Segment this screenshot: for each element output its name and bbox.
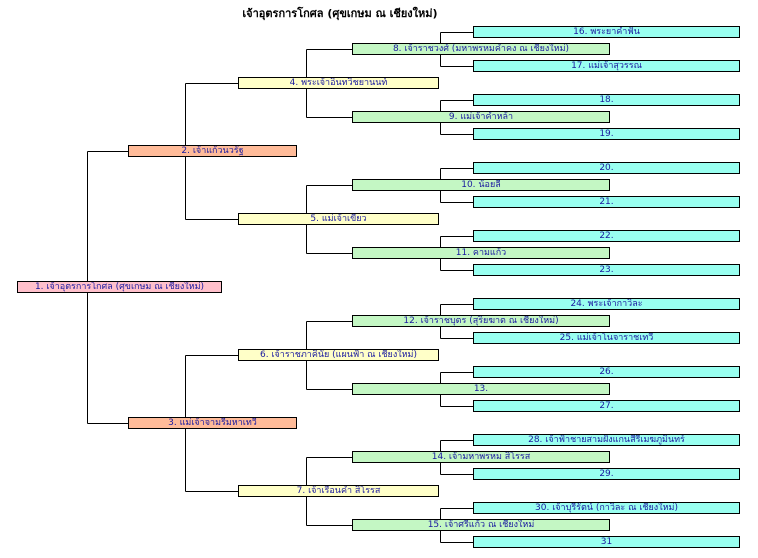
person-box-28: 28. เจ้าฟ้าชายสามฝั่งแกนสีรีเมฆภูมินทร์ xyxy=(473,434,740,446)
person-box-26: 26. xyxy=(473,366,740,378)
person-box-19: 19. xyxy=(473,128,740,140)
person-box-9: 9. แม่เจ้าคำหล้า xyxy=(352,111,610,123)
person-box-23: 23. xyxy=(473,264,740,276)
person-box-20: 20. xyxy=(473,162,740,174)
person-box-8: 8. เจ้าราชวงศ์ (มหาพรหมคำคง ณ เชียงใหม่) xyxy=(352,43,610,55)
person-box-24: 24. พระเจ้ากาวิละ xyxy=(473,298,740,310)
person-box-18: 18. xyxy=(473,94,740,106)
person-box-4: 4. พระเจ้าอินทวิชยานนท์ xyxy=(238,77,439,89)
person-box-30: 30. เจ้าบุรีรัตน์ (กาวิละ ณ เชียงใหม่) xyxy=(473,502,740,514)
person-box-29: 29. xyxy=(473,468,740,480)
person-box-16: 16. พระยาคำฟั่น xyxy=(473,26,740,38)
person-box-3: 3. แม่เจ้าจามรีมหาเทวี xyxy=(128,417,297,429)
person-box-17: 17. แม่เจ้าสุวรรณ xyxy=(473,60,740,72)
person-box-12: 12. เจ้าราชบุตร (สุริยฆาต ณ เชียงใหม่) xyxy=(352,315,610,327)
person-box-5: 5. แม่เจ้าเขียว xyxy=(238,213,439,225)
person-box-31: 31 xyxy=(473,536,740,548)
person-box-13: 13. xyxy=(352,383,610,395)
person-box-11: 11. คามแก้ว xyxy=(352,247,610,259)
person-box-21: 21. xyxy=(473,196,740,208)
person-box-2: 2. เจ้าแก้วนวรัฐ xyxy=(128,145,297,157)
person-box-22: 22. xyxy=(473,230,740,242)
person-box-27: 27. xyxy=(473,400,740,412)
person-box-6: 6. เจ้าราชภาคินัย (แผนฟ้า ณ เชียงใหม่) xyxy=(238,349,439,361)
person-box-1: 1. เจ้าอุตรการโกศล (ศุขเกษม ณ เชียงใหม่) xyxy=(17,281,222,293)
person-box-25: 25. แม่เจ้าโนจาราชเทวี xyxy=(473,332,740,344)
person-box-7: 7. เจ้าเรือนคำ สิโรรส xyxy=(238,485,439,497)
person-box-14: 14. เจ้ามหาพรหม สิโรรส xyxy=(352,451,610,463)
person-box-15: 15. เจ้าศรีแก้ว ณ เชียงใหม่ xyxy=(352,519,610,531)
chart-title: เจ้าอุตรการโกศล (ศุขเกษม ณ เชียงใหม่) xyxy=(242,7,438,20)
person-box-10: 10. น้อยลี้ xyxy=(352,179,610,191)
